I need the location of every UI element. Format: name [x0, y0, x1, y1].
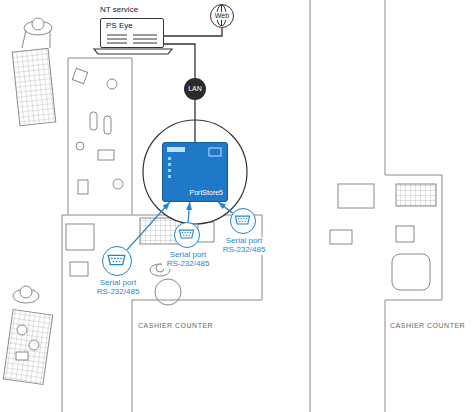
network-line	[164, 44, 195, 78]
goods	[113, 179, 123, 189]
lan-hub: LAN	[184, 78, 206, 100]
serial-port-circle: Serial port RS-232/485	[174, 222, 200, 248]
monitor	[338, 184, 374, 208]
db9-connector	[175, 223, 198, 246]
port-label: Serial port RS-232/485	[162, 251, 214, 269]
web-globe: Web	[210, 4, 234, 28]
goods	[17, 325, 27, 335]
port-label: Serial port RS-232/485	[218, 237, 270, 255]
portstore-device: PortStore5	[162, 142, 228, 202]
customer-head	[32, 18, 44, 30]
service-label: NT service	[100, 6, 138, 15]
serial-port-circle: Serial port RS-232/485	[230, 208, 256, 234]
serial-arrow	[127, 202, 170, 250]
counter-label: CASHIER COUNTER	[389, 322, 466, 329]
receipt-printer	[198, 222, 214, 242]
card-terminal	[70, 262, 88, 276]
shopping-cart	[3, 310, 52, 385]
goods	[78, 180, 88, 194]
network-line	[194, 100, 195, 142]
node-label: Web	[214, 12, 230, 20]
goods	[76, 142, 84, 150]
goods	[29, 340, 39, 350]
bottle	[104, 116, 111, 134]
node-label: LAN	[188, 85, 202, 93]
serial-arrow	[218, 202, 233, 213]
node-label: PS Eye	[106, 22, 133, 31]
shopping-cart	[12, 48, 56, 125]
counter-label: CASHIER COUNTER	[137, 322, 214, 329]
db9-connector	[103, 247, 130, 274]
network-line	[164, 28, 222, 36]
conveyor-outline	[310, 0, 311, 412]
scanner	[66, 224, 94, 250]
chair	[392, 254, 430, 290]
goods	[107, 79, 117, 89]
db9-connector	[231, 209, 254, 232]
serial-port-circle: Serial port RS-232/485	[102, 246, 132, 276]
port-label: Serial port RS-232/485	[92, 279, 144, 297]
chair	[155, 279, 181, 305]
laptop-screen: NT servicePS Eye	[100, 18, 164, 48]
goods	[16, 352, 28, 360]
laptop-base	[94, 49, 172, 54]
serial-arrow	[188, 202, 190, 222]
customer-head	[20, 286, 32, 298]
node-label: PortStore5	[190, 189, 223, 197]
card-terminal	[330, 230, 352, 244]
counter-outline	[385, 0, 442, 412]
conveyor-outline	[62, 58, 132, 412]
scanner	[396, 226, 414, 242]
goods	[98, 150, 114, 160]
bottle	[90, 112, 97, 130]
goods	[72, 68, 87, 83]
register-keyboard	[396, 184, 436, 206]
customer-arms	[22, 30, 50, 48]
